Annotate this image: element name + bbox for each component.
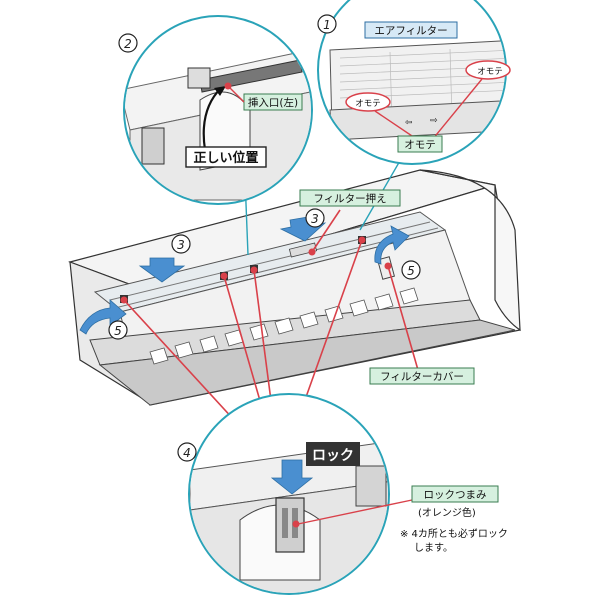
curve-arrow-right xyxy=(374,225,410,265)
svg-text:4: 4 xyxy=(183,446,191,460)
svg-text:⇦: ⇦ xyxy=(405,118,413,128)
step-4: 4 xyxy=(177,442,197,462)
step-3-right: 3 xyxy=(305,208,325,228)
label-box-correct-position xyxy=(185,146,267,168)
label-box-air-filter xyxy=(364,21,458,39)
svg-text:⇨: ⇨ xyxy=(430,116,438,126)
lock-down-arrow xyxy=(270,459,314,495)
omote-tag-left: オモテ xyxy=(355,99,381,109)
label-air-filter: エアフィルター xyxy=(374,25,447,37)
step-5-right: 5 xyxy=(401,260,421,280)
label-box-filter-cover xyxy=(369,367,475,385)
step-3-left: 3 xyxy=(171,234,191,254)
down-arrow-left xyxy=(138,257,186,283)
label-box-lock-knob xyxy=(411,485,499,503)
label-lock-knob: ロックつまみ xyxy=(424,489,487,501)
omote-tag-right: オモテ xyxy=(477,67,503,77)
label-insert-left: 挿入口(左) xyxy=(248,96,298,109)
label-box-filter-holder xyxy=(299,189,401,207)
svg-text:1: 1 xyxy=(323,18,331,32)
svg-text:3: 3 xyxy=(177,238,185,252)
label-lock: ロック xyxy=(312,448,354,464)
step-5-left: 5 xyxy=(108,320,128,340)
label-orange: (オレンジ色) xyxy=(418,506,476,519)
detail-circle-1: ⇦ ⇨ エアフィルター オモテ オモテ オモテ xyxy=(317,0,511,165)
label-correct-position: 正しい位置 xyxy=(193,150,258,166)
svg-text:5: 5 xyxy=(114,324,122,338)
louvres xyxy=(149,287,419,365)
indoor-unit xyxy=(68,169,521,406)
step-2: 2 xyxy=(118,33,138,53)
svg-text:3: 3 xyxy=(311,212,319,226)
svg-text:2: 2 xyxy=(124,37,132,51)
label-box-omote xyxy=(397,135,443,153)
label-box-lock xyxy=(306,442,360,466)
label-omote: オモテ xyxy=(404,139,436,151)
label-filter-holder: フィルター押え xyxy=(313,192,386,205)
detail-circle-4: ロック xyxy=(188,393,413,595)
detail-circle-2: 挿入口(左) 正しい位置 xyxy=(123,15,313,205)
label-filter-cover: フィルターカバー xyxy=(380,371,464,383)
svg-text:5: 5 xyxy=(407,264,415,278)
note-line-1: ※ 4カ所とも必ずロック xyxy=(400,527,508,540)
curve-arrow-left xyxy=(79,299,127,335)
note-line-2: します。 xyxy=(414,542,453,554)
step-1: 1 xyxy=(317,14,337,34)
step-numbers: 1 2 3 3 4 5 5 xyxy=(108,14,421,462)
